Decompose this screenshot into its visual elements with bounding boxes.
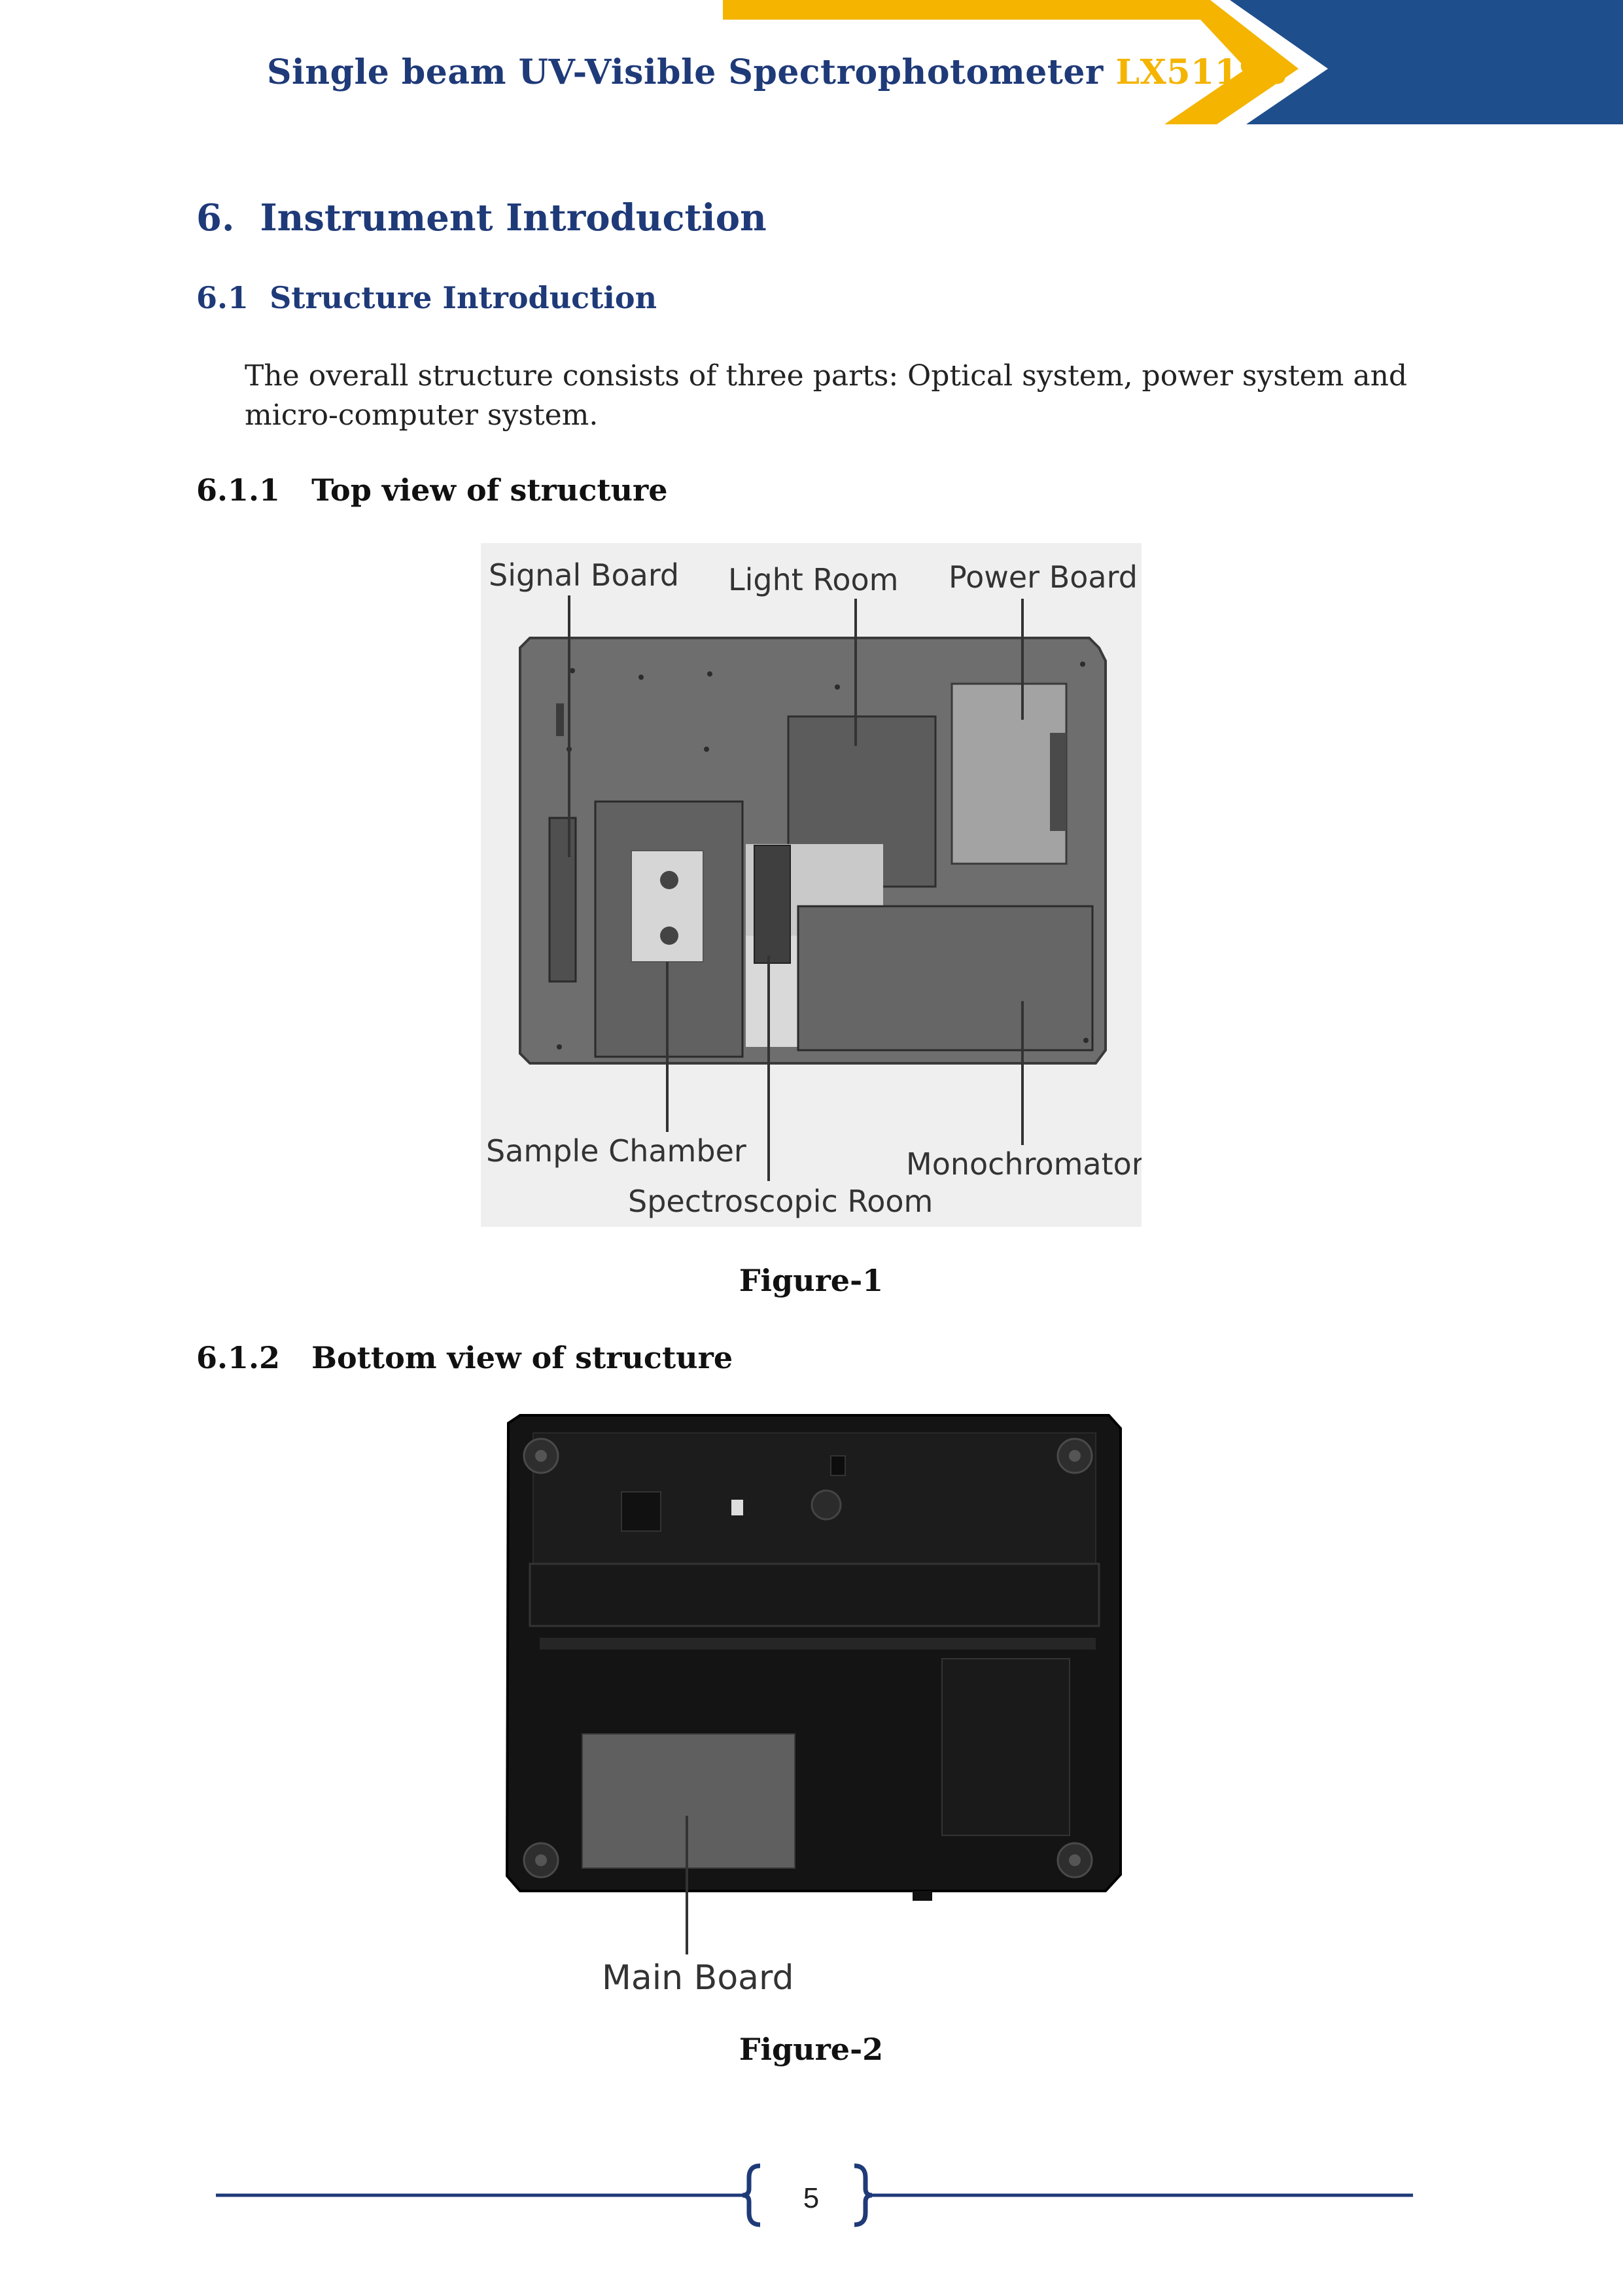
subsection-title: Structure Introduction [270,280,657,315]
top-view-figure: Signal Board Light Room Power Board Samp… [481,543,1142,1227]
page-number: 5 [803,2182,820,2214]
section-number: 6. [196,196,235,239]
section-heading: 6. Instrument Introduction [196,196,767,239]
bottom-view-figure: Main Board [494,1410,1128,1999]
figure-1-caption: Figure-1 [739,1263,884,1298]
footer-rule [216,2163,1413,2227]
label-spectroscopic-room: Spectroscopic Room [628,1184,933,1219]
bottom-view-number: 6.1.2 [196,1340,281,1375]
bottom-view-title: Bottom view of structure [311,1340,733,1375]
header-title: Single beam UV-Visible Spectrophotometer… [267,52,1287,92]
subsection-heading: 6.1 Structure Introduction [196,280,657,315]
label-main-board: Main Board [602,1958,794,1998]
header-product-name: Single beam UV-Visible Spectrophotometer [267,52,1104,92]
body-paragraph: The overall structure consists of three … [245,359,1408,432]
label-monochromator: Monochromator [906,1146,1142,1182]
top-view-heading: 6.1.1 Top view of structure [196,472,668,508]
label-sample-chamber: Sample Chamber [486,1133,746,1169]
top-view-number: 6.1.1 [196,472,281,508]
label-signal-board: Signal Board [489,557,679,593]
header-banner [723,0,1623,124]
bottom-view-heading: 6.1.2 Bottom view of structure [196,1340,733,1375]
top-view-title: Top view of structure [311,472,668,508]
label-light-room: Light Room [728,562,898,597]
section-title: Instrument Introduction [260,196,767,239]
figure-2-caption: Figure-2 [739,2032,884,2067]
label-power-board: Power Board [949,559,1138,595]
subsection-number: 6.1 [196,280,249,315]
header-model: LX511SS [1115,52,1288,92]
